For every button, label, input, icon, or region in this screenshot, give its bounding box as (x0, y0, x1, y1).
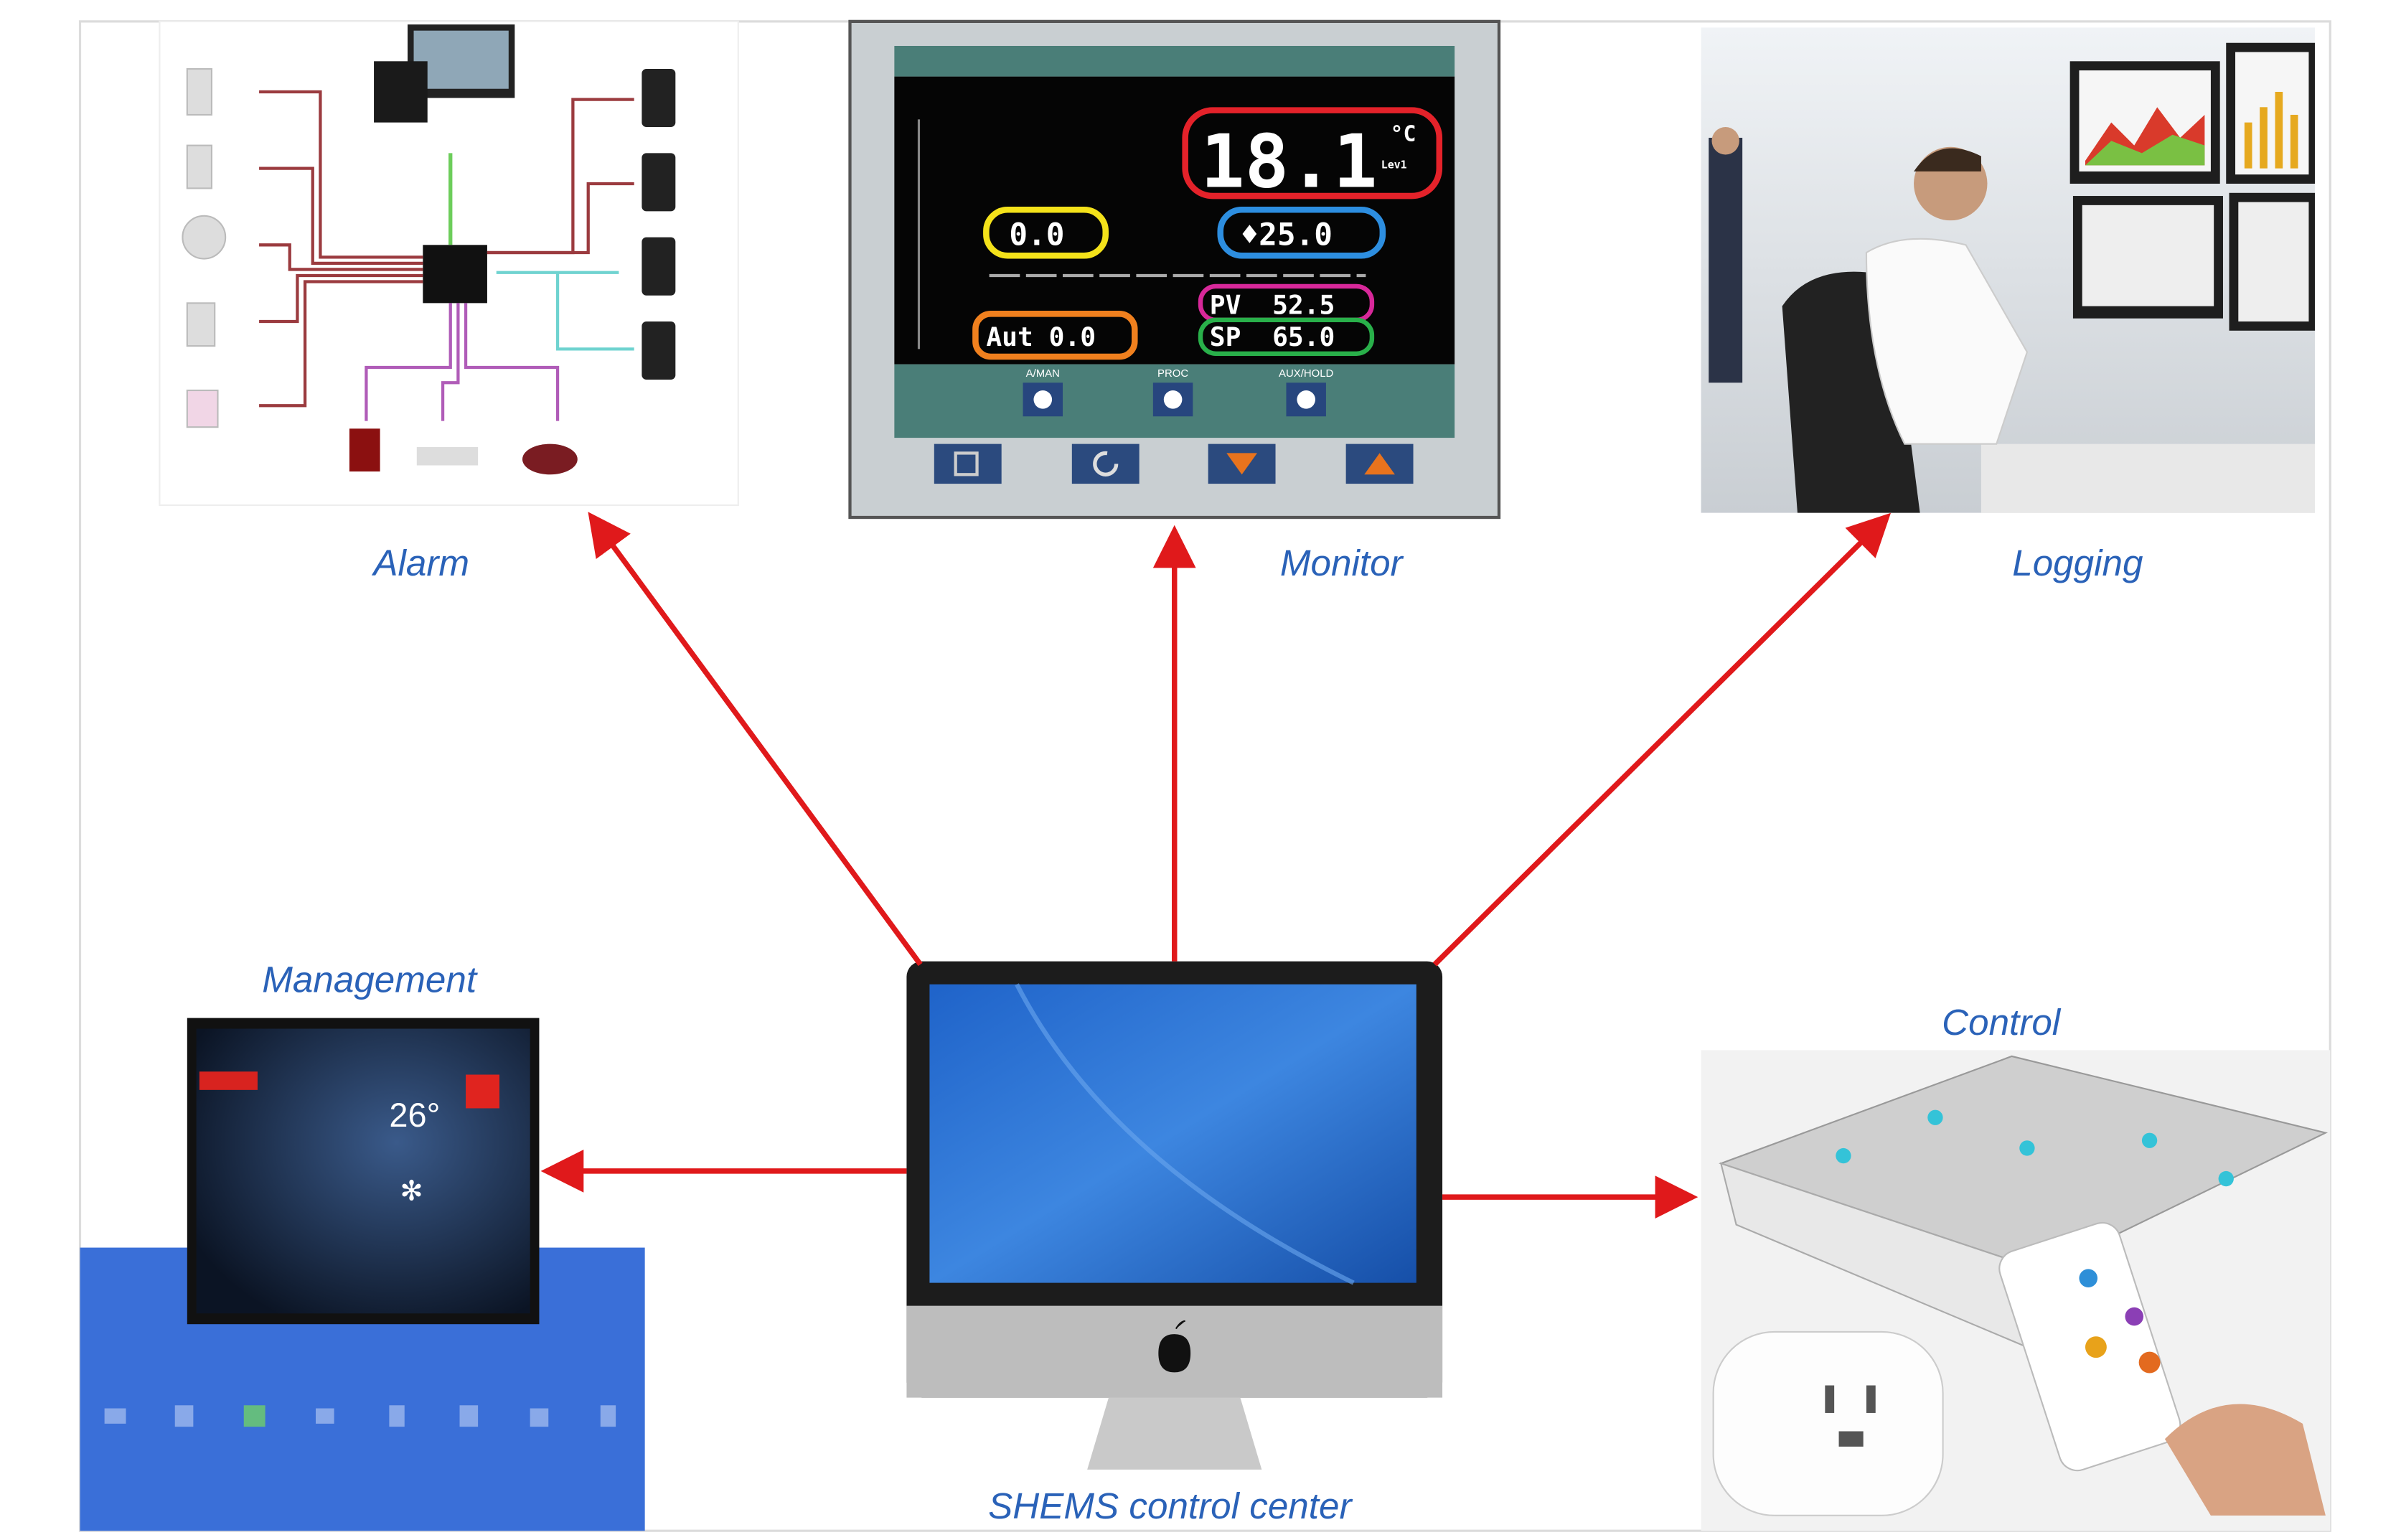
monitor-controller-device: 18.1 °C Lev1 0.0 ♦25.0 PV 52.5 SP 65.0 A… (848, 19, 1501, 520)
down-arrow-icon (1226, 453, 1257, 475)
management-label: Management (262, 959, 478, 1000)
sp-value: SP 65.0 (1210, 321, 1335, 352)
logging-label: Logging (2012, 543, 2143, 583)
button-label-auxhold: AUX/HOLD (1279, 367, 1334, 380)
control-label: Control (1942, 1002, 2062, 1043)
main-value-box (1182, 107, 1443, 199)
connection-arrows (540, 512, 1892, 1219)
monitor-label: Monitor (1280, 543, 1404, 583)
page-icon (954, 451, 979, 476)
yellow-value: 0.0 (1009, 217, 1064, 253)
control-smart-home-illustration (1701, 1050, 2331, 1531)
snowflake-icon: ✻ (400, 1176, 423, 1206)
blue-value: ♦25.0 (1240, 217, 1332, 253)
button-label-aman: A/MAN (1026, 367, 1060, 380)
logging-office-photo (1701, 27, 2315, 513)
refresh-icon (1093, 451, 1119, 476)
shems-control-center-computer (906, 961, 1443, 1470)
unit-label: °C (1391, 121, 1416, 146)
button-label-proc: PROC (1157, 367, 1188, 380)
management-screen-temp: 26° (389, 1097, 440, 1134)
level-label: Lev1 (1381, 159, 1407, 172)
arrow-to-alarm (588, 512, 923, 967)
up-arrow-icon (1364, 453, 1395, 475)
shems-control-center-label: SHEMS control center (988, 1485, 1353, 1526)
management-panel-illustration: 26° ✻ (80, 1018, 645, 1531)
arrow-to-logging (1432, 512, 1892, 967)
alarm-label: Alarm (371, 543, 469, 583)
aut-value: Aut 0.0 (986, 321, 1096, 352)
main-value: 18.1 (1200, 119, 1378, 205)
apple-logo-icon (1158, 1320, 1191, 1373)
pv-value: PV 52.5 (1210, 289, 1335, 320)
alarm-system-illustration (159, 20, 739, 507)
